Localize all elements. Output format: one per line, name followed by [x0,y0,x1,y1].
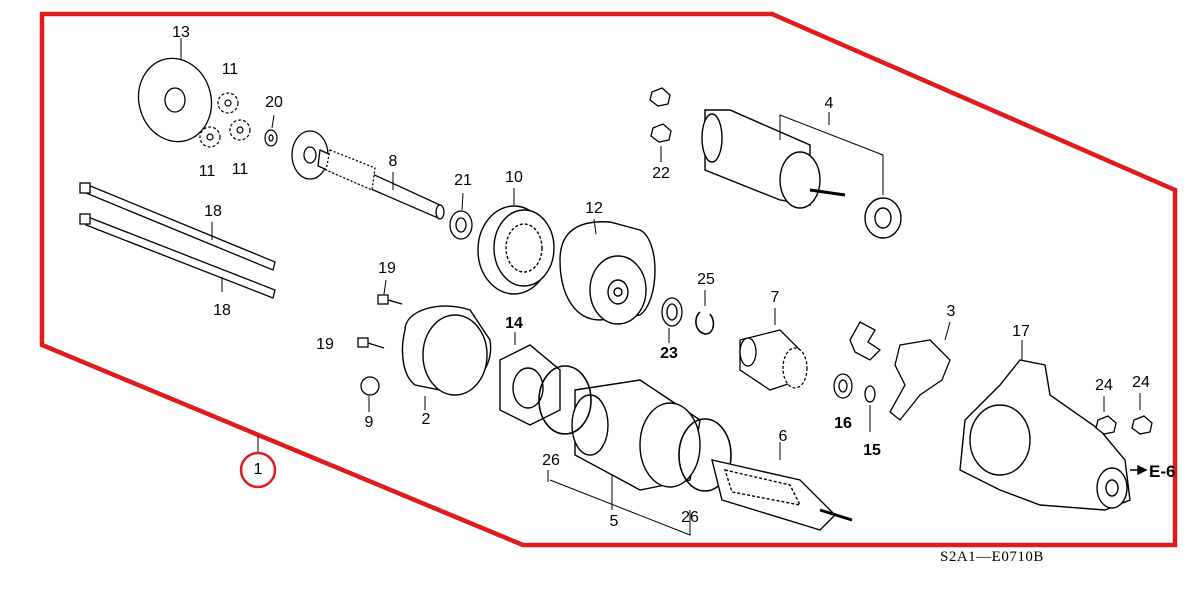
label-part-25: 25 [697,271,715,288]
part-15-ring [864,385,876,432]
label-part-19-top: 19 [378,260,396,277]
part-8-planet-shaft [291,130,445,220]
part-9-cap [360,376,380,412]
label-part-14: 14 [505,315,523,332]
label-part-18-bottom: 18 [213,302,231,319]
part-7-overrunning-clutch [739,308,808,391]
label-part-5: 5 [609,513,619,530]
label-part-13: 13 [172,24,190,41]
label-part-8: 8 [388,153,398,170]
part-19-screws [357,279,403,349]
label-part-24-left: 24 [1095,377,1113,394]
part-13-thrust-plate [137,38,213,143]
part-24-nuts [1095,393,1153,435]
assembly-boundary [39,11,1178,548]
part-20-washer [264,114,278,147]
label-part-15: 15 [863,442,881,459]
part-25-snap-ring [695,290,715,335]
reference-callout-e6: E-6 [1149,462,1176,481]
label-part-12: 12 [585,200,603,217]
part-14-brush-holder [499,332,561,426]
label-part-26-right: 26 [681,509,699,526]
part-11-planetary-gears [199,92,251,148]
part-6-armature [711,442,853,531]
diagram-code: S2A1—E0710B [940,549,1044,565]
label-part-4: 4 [824,95,834,112]
part-18-through-bolts [79,182,276,299]
label-part-1: 1 [253,461,263,478]
label-part-24-right: 24 [1132,374,1150,391]
part-12-gear-housing [559,218,656,325]
part-26-rings [538,365,732,492]
part-4-solenoid [701,109,902,239]
part-17-drive-housing [959,340,1148,511]
label-part-11-right: 11 [231,161,249,178]
label-part-11-top: 11 [221,61,239,78]
part-10-internal-gear [477,188,555,295]
part-23-washer [661,297,683,343]
part-21-washer [449,192,473,240]
label-part-3: 3 [946,303,956,320]
label-part-23: 23 [660,345,678,362]
label-part-10: 10 [505,169,523,186]
label-part-22: 22 [652,165,670,182]
label-part-9: 9 [364,414,374,431]
part-22-nuts [649,87,672,162]
label-part-11-left: 11 [198,163,216,180]
label-part-21: 21 [454,172,472,189]
part-16-bearing [833,373,853,399]
label-part-26-left: 26 [542,452,560,469]
part-5-yoke [547,379,701,536]
part-2-end-frame [401,305,492,410]
label-part-16: 16 [834,415,852,432]
label-part-2: 2 [421,411,431,428]
label-part-6: 6 [778,428,788,445]
label-part-7: 7 [770,289,780,306]
label-part-20: 20 [265,94,283,111]
label-part-19-left: 19 [316,336,334,353]
assembly-callout-circle [239,451,277,489]
label-part-17: 17 [1012,323,1030,340]
label-part-18-top: 18 [204,203,222,220]
part-3-shift-lever [849,321,951,421]
